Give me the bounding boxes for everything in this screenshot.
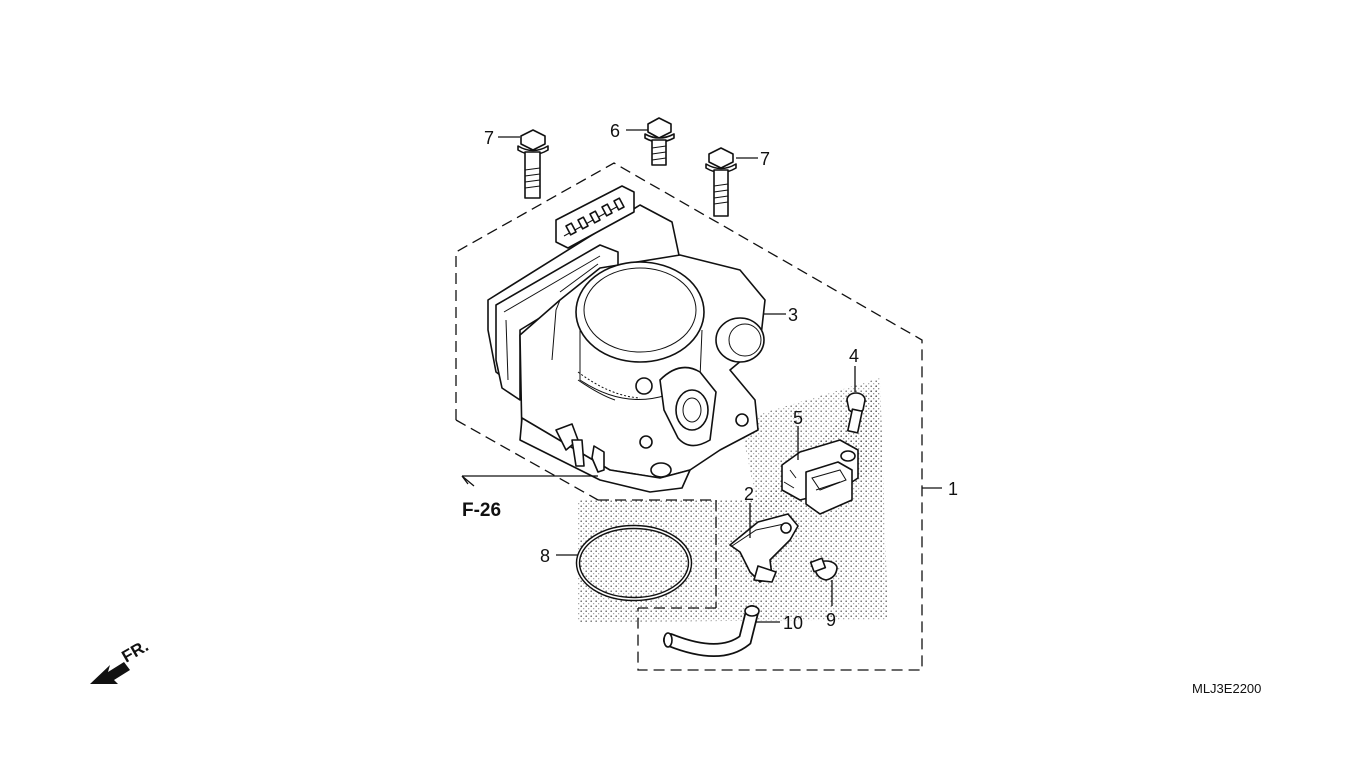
callout-labels: 1 2 3 4 5 6 7 7 8 9 10 xyxy=(484,121,958,633)
bolt-7-left xyxy=(517,129,549,199)
callout-2: 2 xyxy=(744,484,754,504)
connector-pins xyxy=(565,197,625,236)
bolt-6 xyxy=(644,117,675,166)
callout-6: 6 xyxy=(610,121,620,141)
diagram-code: MLJ3E2200 xyxy=(1192,681,1261,696)
bracket-2 xyxy=(729,513,799,583)
callout-7-left: 7 xyxy=(484,128,494,148)
callout-1: 1 xyxy=(948,479,958,499)
callout-8: 8 xyxy=(540,546,550,566)
hose-10 xyxy=(663,605,760,657)
throttle-body xyxy=(487,185,766,493)
assembly-boundary xyxy=(455,162,923,671)
sensor-5 xyxy=(781,439,859,515)
callout-3: 3 xyxy=(788,305,798,325)
callout-10: 10 xyxy=(783,613,803,633)
callout-9: 9 xyxy=(826,610,836,630)
screw-4 xyxy=(846,392,866,434)
bolt-7-right xyxy=(705,147,737,217)
reference-arrow-icon xyxy=(461,475,598,487)
callout-7-right: 7 xyxy=(760,149,770,169)
o-ring-8 xyxy=(575,524,693,602)
callout-4: 4 xyxy=(849,346,859,366)
direction-label: FR. xyxy=(119,636,152,666)
callout-5: 5 xyxy=(793,408,803,428)
screw-9 xyxy=(809,557,838,581)
reference-label: F-26 xyxy=(462,500,501,521)
front-direction-arrow-icon: FR. xyxy=(90,636,152,684)
